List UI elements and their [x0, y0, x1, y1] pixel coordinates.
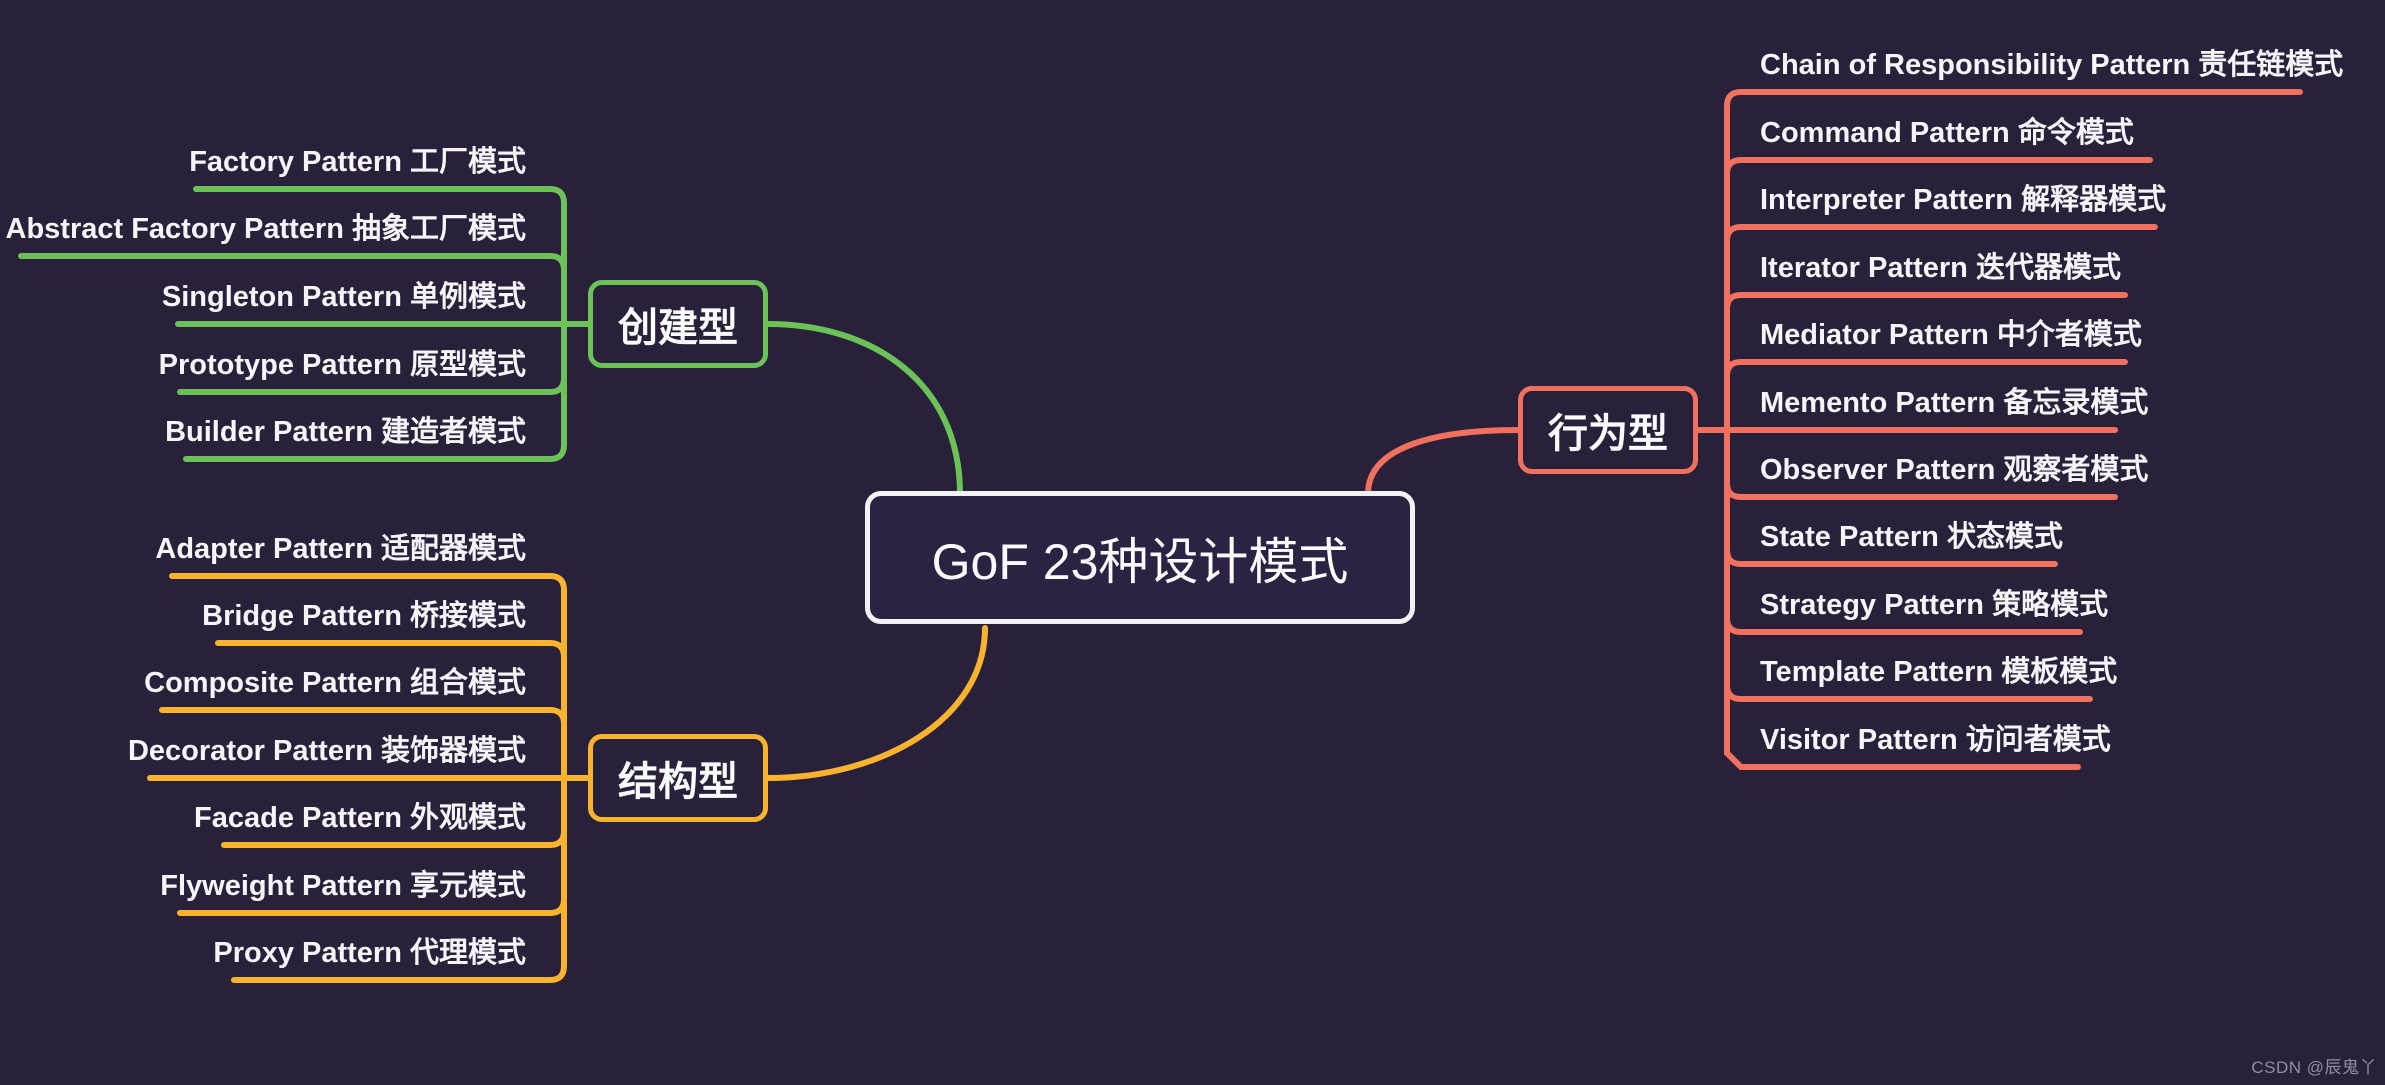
structural-link-7: [231, 775, 567, 983]
node-singleton-pattern[interactable]: Singleton Pattern 单例模式: [161, 281, 526, 313]
node-template-pattern[interactable]: Template Pattern 模板模式: [1760, 656, 2118, 688]
branch-node-structural[interactable]: 结构型: [588, 734, 768, 822]
creational-root-curve: [765, 321, 963, 497]
node-command-pattern[interactable]: Command Pattern 命令模式: [1760, 117, 2134, 149]
creational-link-1: [193, 186, 567, 327]
branch-label-behavioral: 行为型: [1548, 412, 1668, 456]
csdn-watermark: CSDN @辰鬼丫: [2251, 1058, 2377, 1077]
node-observer-pattern[interactable]: Observer Pattern 观察者模式: [1760, 454, 2149, 486]
node-flyweight-pattern[interactable]: Flyweight Pattern 享元模式: [160, 870, 526, 902]
node-interpreter-pattern[interactable]: Interpreter Pattern 解释器模式: [1760, 184, 2167, 216]
node-adapter-pattern[interactable]: Adapter Pattern 适配器模式: [155, 533, 526, 565]
node-decorator-pattern[interactable]: Decorator Pattern 装饰器模式: [127, 735, 526, 767]
node-bridge-pattern[interactable]: Bridge Pattern 桥接模式: [202, 600, 526, 632]
node-iterator-pattern[interactable]: Iterator Pattern 迭代器模式: [1760, 252, 2121, 284]
branch-label-structural: 结构型: [618, 760, 738, 804]
structural-link-2: [215, 640, 567, 781]
creational-link-5: [183, 321, 567, 462]
node-state-pattern[interactable]: State Pattern 状态模式: [1760, 521, 2063, 553]
node-strategy-pattern[interactable]: Strategy Pattern 策略模式: [1760, 589, 2109, 621]
structural-connectors: [147, 573, 988, 983]
branch-label-creational: 创建型: [618, 306, 738, 350]
branch-node-behavioral[interactable]: 行为型: [1518, 386, 1698, 474]
node-factory-pattern[interactable]: Factory Pattern 工厂模式: [189, 146, 526, 178]
root-label: GoF 23种设计模式: [931, 533, 1349, 590]
node-composite-pattern[interactable]: Composite Pattern 组合模式: [144, 667, 526, 699]
behavioral-link-11: [1724, 427, 2081, 770]
node-builder-pattern[interactable]: Builder Pattern 建造者模式: [165, 416, 526, 448]
behavioral-root-curve: [1365, 427, 1521, 497]
node-memento-pattern[interactable]: Memento Pattern 备忘录模式: [1760, 387, 2149, 419]
behavioral-link-1: [1724, 89, 2303, 433]
behavioral-link-5: [1724, 359, 2128, 433]
creational-link-2: [18, 253, 567, 327]
behavioral-link-3: [1724, 224, 2158, 433]
root-node[interactable]: GoF 23种设计模式: [865, 491, 1415, 624]
node-chain-of-responsibility-pattern[interactable]: Chain of Responsibility Pattern 责任链模式: [1760, 49, 2344, 81]
behavioral-link-4: [1724, 292, 2128, 433]
node-facade-pattern[interactable]: Facade Pattern 外观模式: [194, 802, 526, 834]
structural-link-3: [159, 707, 567, 781]
behavioral-connectors: [1365, 89, 2303, 770]
node-mediator-pattern[interactable]: Mediator Pattern 中介者模式: [1760, 319, 2142, 351]
structural-link-1: [169, 573, 567, 781]
structural-root-curve: [765, 625, 988, 781]
node-proxy-pattern[interactable]: Proxy Pattern 代理模式: [213, 937, 526, 969]
node-visitor-pattern[interactable]: Visitor Pattern 访问者模式: [1760, 724, 2111, 756]
node-abstract-factory-pattern[interactable]: Abstract Factory Pattern 抽象工厂模式: [5, 213, 527, 245]
creational-connectors: [18, 186, 963, 497]
branch-node-creational[interactable]: 创建型: [588, 280, 768, 368]
behavioral-link-2: [1724, 157, 2153, 433]
node-prototype-pattern[interactable]: Prototype Pattern 原型模式: [158, 349, 526, 381]
